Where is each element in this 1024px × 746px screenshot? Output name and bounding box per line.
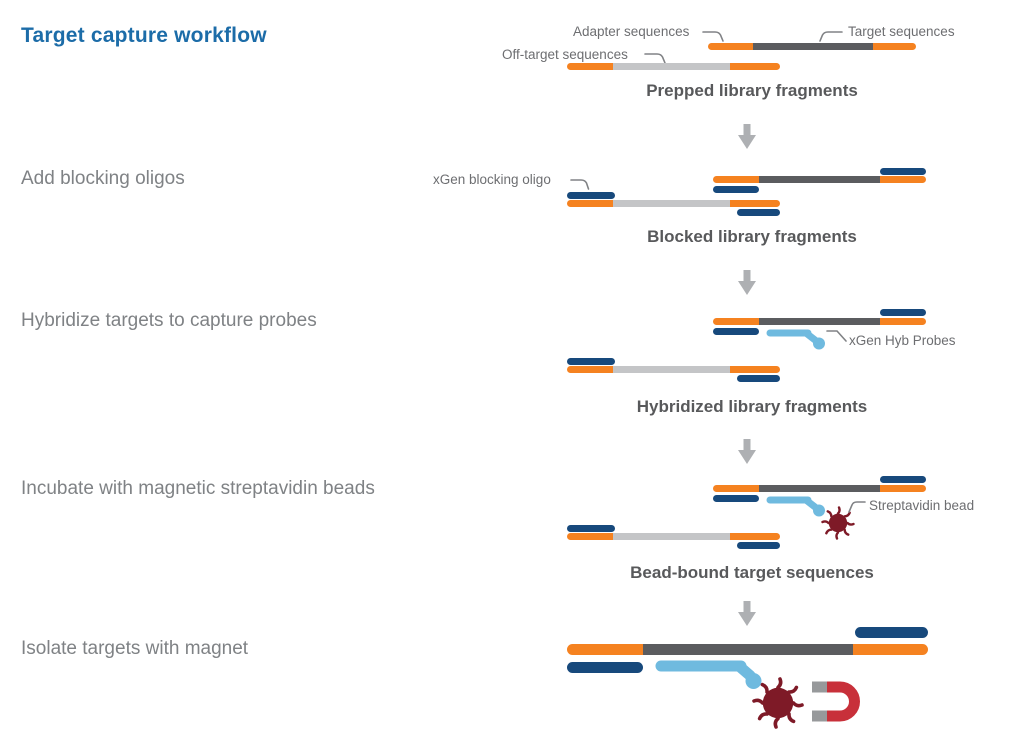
blocking-oligo-bar <box>567 192 615 199</box>
off-target-fragment <box>567 200 780 207</box>
streptavidin-bead-leader-icon <box>847 499 867 514</box>
on-target-fragment <box>713 485 926 492</box>
blocking-oligo-bar <box>880 309 926 316</box>
adapter-segment <box>713 176 759 183</box>
blocking-oligo-bar <box>713 495 759 502</box>
hyb-probe-icon <box>766 496 830 520</box>
blocking-oligo-bar <box>713 186 759 193</box>
streptavidin-bead-icon <box>752 677 804 729</box>
target-segment <box>759 318 880 325</box>
step-label-incubate: Incubate with magnetic streptavidin bead… <box>21 478 375 499</box>
target-segment <box>643 644 853 655</box>
off-target-fragment <box>567 533 780 540</box>
adapter-segment <box>880 176 926 183</box>
stage-caption-hybridized: Hybridized library fragments <box>636 397 868 416</box>
blocking-oligo-bar <box>567 662 643 673</box>
adapter-segment <box>730 533 780 540</box>
target-segment <box>759 485 880 492</box>
blocking-oligo-bar <box>737 209 780 216</box>
blocking-oligo-label: xGen blocking oligo <box>433 172 551 187</box>
on-target-fragment <box>567 644 928 655</box>
adapter-segment <box>880 485 926 492</box>
target-segment <box>759 176 880 183</box>
target-segment <box>753 43 873 50</box>
hyb-probes-leader-icon <box>826 329 850 344</box>
streptavidin-bead-label: Streptavidin bead <box>869 498 975 513</box>
adapter-segment <box>730 63 780 70</box>
adapter-segment <box>873 43 916 50</box>
step-label-isolate: Isolate targets with magnet <box>21 638 249 659</box>
magnet-icon <box>810 679 864 725</box>
adapter-segment <box>880 318 926 325</box>
off-target-segment <box>613 366 730 373</box>
hyb-probe-icon <box>655 659 765 693</box>
stage-caption-blocked: Blocked library fragments <box>647 227 857 246</box>
adapter-segment <box>730 366 780 373</box>
adapter-segment <box>713 318 759 325</box>
adapter-segment <box>708 43 753 50</box>
off-target-segment <box>613 533 730 540</box>
adapter-segment <box>567 533 613 540</box>
stage-caption-bead-bound: Bead-bound target sequences <box>630 563 874 582</box>
blocking-oligo-bar <box>567 525 615 532</box>
adapter-sequences-label: Adapter sequences <box>573 24 690 39</box>
hyb-probe-icon <box>766 329 830 353</box>
off-target-fragment <box>567 366 780 373</box>
step-label-hybridize: Hybridize targets to capture probes <box>21 310 317 331</box>
off-target-segment <box>613 200 730 207</box>
blocking-oligo-bar <box>713 328 759 335</box>
adapter-segment <box>567 200 613 207</box>
adapter-segment <box>730 200 780 207</box>
blocking-oligo-bar <box>737 375 780 382</box>
adapter-segment <box>853 644 928 655</box>
blocking-oligo-bar <box>737 542 780 549</box>
adapter-segment <box>567 644 643 655</box>
down-arrow-icon <box>738 270 756 295</box>
off-target-sequences-label: Off-target sequences <box>502 47 628 62</box>
adapter-leader-icon <box>702 28 727 43</box>
hyb-probes-label: xGen Hyb Probes <box>849 333 956 348</box>
blocking-oligo-bar <box>567 358 615 365</box>
blocking-oligo-bar <box>880 476 926 483</box>
adapter-segment <box>713 485 759 492</box>
adapter-segment <box>567 63 613 70</box>
off-target-fragment <box>567 63 780 70</box>
blocking-oligo-bar <box>855 627 928 638</box>
down-arrow-icon <box>738 601 756 626</box>
page-title: Target capture workflow <box>21 24 267 47</box>
off-target-leader-icon <box>644 50 669 65</box>
on-target-fragment <box>708 43 916 50</box>
down-arrow-icon <box>738 439 756 464</box>
step-label-add-blocking-oligos: Add blocking oligos <box>21 168 185 189</box>
on-target-fragment <box>713 318 926 325</box>
target-sequences-label: Target sequences <box>848 24 955 39</box>
on-target-fragment <box>713 176 926 183</box>
streptavidin-bead-icon <box>821 506 855 540</box>
off-target-segment <box>613 63 730 70</box>
blocking-oligo-leader-icon <box>570 176 593 191</box>
target-leader-icon <box>816 28 843 43</box>
blocking-oligo-bar <box>880 168 926 175</box>
down-arrow-icon <box>738 124 756 149</box>
adapter-segment <box>567 366 613 373</box>
stage-caption-prepped: Prepped library fragments <box>646 81 858 100</box>
